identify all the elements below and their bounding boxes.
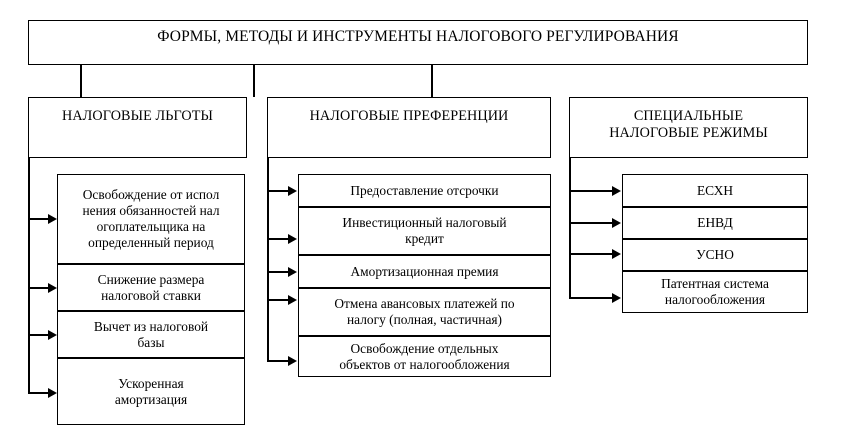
arrowhead-right-2 <box>612 249 621 259</box>
category-label: НАЛОГОВЫЕ ЛЬГОТЫ <box>61 108 213 124</box>
connector-arm-right-2 <box>569 253 614 255</box>
connector-arm-mid-3 <box>267 299 289 301</box>
item-box: ЕНВД <box>622 207 808 239</box>
item-box: Инвестиционный налоговый кредит <box>298 207 551 255</box>
connector-spine-right <box>569 158 571 298</box>
category-box-specialnye-nalogovye-rezhimy: СПЕЦИАЛЬНЫЕ НАЛОГОВЫЕ РЕЖИМЫ <box>569 97 808 158</box>
item-label: Снижение размера налоговой ставки <box>97 271 205 303</box>
connector-root-branch-0 <box>80 65 82 97</box>
item-label: Патентная система налогообложения <box>661 276 769 307</box>
item-box: Освобождение от испол нения обязанностей… <box>57 174 245 264</box>
item-box: Вычет из налоговой базы <box>57 311 245 358</box>
arrowhead-right-0 <box>612 186 621 196</box>
connector-root-branch-2 <box>431 65 433 97</box>
arrowhead-left-0 <box>48 214 57 224</box>
arrowhead-left-3 <box>48 388 57 398</box>
item-box: Освобождение отдельных объектов от налог… <box>298 336 551 377</box>
category-box-nalogovye-preferencii: НАЛОГОВЫЕ ПРЕФЕРЕНЦИИ <box>267 97 551 158</box>
connector-arm-right-3 <box>569 297 614 299</box>
arrowhead-right-3 <box>612 293 621 303</box>
arrowhead-left-2 <box>48 330 57 340</box>
item-label: Отмена авансовых платежей по налогу (пол… <box>334 296 515 327</box>
item-box: Снижение размера налоговой ставки <box>57 264 245 311</box>
arrowhead-mid-4 <box>288 356 297 366</box>
item-box: Ускоренная амортизация <box>57 358 245 425</box>
connector-spine-left <box>28 158 30 393</box>
item-label: ЕНВД <box>697 215 733 231</box>
connector-arm-left-3 <box>28 392 50 394</box>
item-label: Вычет из налоговой базы <box>93 318 209 350</box>
category-label: НАЛОГОВЫЕ ПРЕФЕРЕНЦИИ <box>309 108 509 124</box>
item-label: Освобождение отдельных объектов от налог… <box>339 340 510 372</box>
connector-root-branch-1 <box>253 65 255 97</box>
item-box: Амортизационная премия <box>298 255 551 288</box>
connector-spine-mid <box>267 158 269 361</box>
root-node-box: ФОРМЫ, МЕТОДЫ И ИНСТРУМЕНТЫ НАЛОГОВОГО Р… <box>28 20 808 65</box>
connector-arm-right-1 <box>569 222 614 224</box>
item-label: Ускоренная амортизация <box>114 375 188 407</box>
item-box: Отмена авансовых платежей по налогу (пол… <box>298 288 551 336</box>
item-label: Инвестиционный налоговый кредит <box>342 215 507 246</box>
arrowhead-left-1 <box>48 283 57 293</box>
item-label: ЕСХН <box>696 182 734 198</box>
item-box: ЕСХН <box>622 174 808 207</box>
item-box: Патентная система налогообложения <box>622 271 808 313</box>
root-node-label: ФОРМЫ, МЕТОДЫ И ИНСТРУМЕНТЫ НАЛОГОВОГО Р… <box>157 28 679 45</box>
connector-arm-mid-0 <box>267 190 289 192</box>
connector-arm-left-2 <box>28 334 50 336</box>
arrowhead-mid-2 <box>288 267 297 277</box>
item-label: Амортизационная премия <box>350 263 499 279</box>
arrowhead-mid-0 <box>288 186 297 196</box>
connector-arm-mid-4 <box>267 360 289 362</box>
item-box: Предоставление отсрочки <box>298 174 551 207</box>
item-label: Предоставление отсрочки <box>350 182 499 198</box>
connector-arm-left-0 <box>28 218 50 220</box>
connector-arm-mid-2 <box>267 271 289 273</box>
connector-arm-left-1 <box>28 287 50 289</box>
arrowhead-mid-1 <box>288 234 297 244</box>
item-label: УСНО <box>696 247 734 263</box>
arrowhead-right-1 <box>612 218 621 228</box>
item-label: Освобождение от испол нения обязанностей… <box>82 187 220 250</box>
connector-arm-mid-1 <box>267 238 289 240</box>
category-label: СПЕЦИАЛЬНЫЕ НАЛОГОВЫЕ РЕЖИМЫ <box>609 108 768 141</box>
connector-arm-right-0 <box>569 190 614 192</box>
item-box: УСНО <box>622 239 808 271</box>
category-box-nalogovye-lgoty: НАЛОГОВЫЕ ЛЬГОТЫ <box>28 97 247 158</box>
arrowhead-mid-3 <box>288 295 297 305</box>
